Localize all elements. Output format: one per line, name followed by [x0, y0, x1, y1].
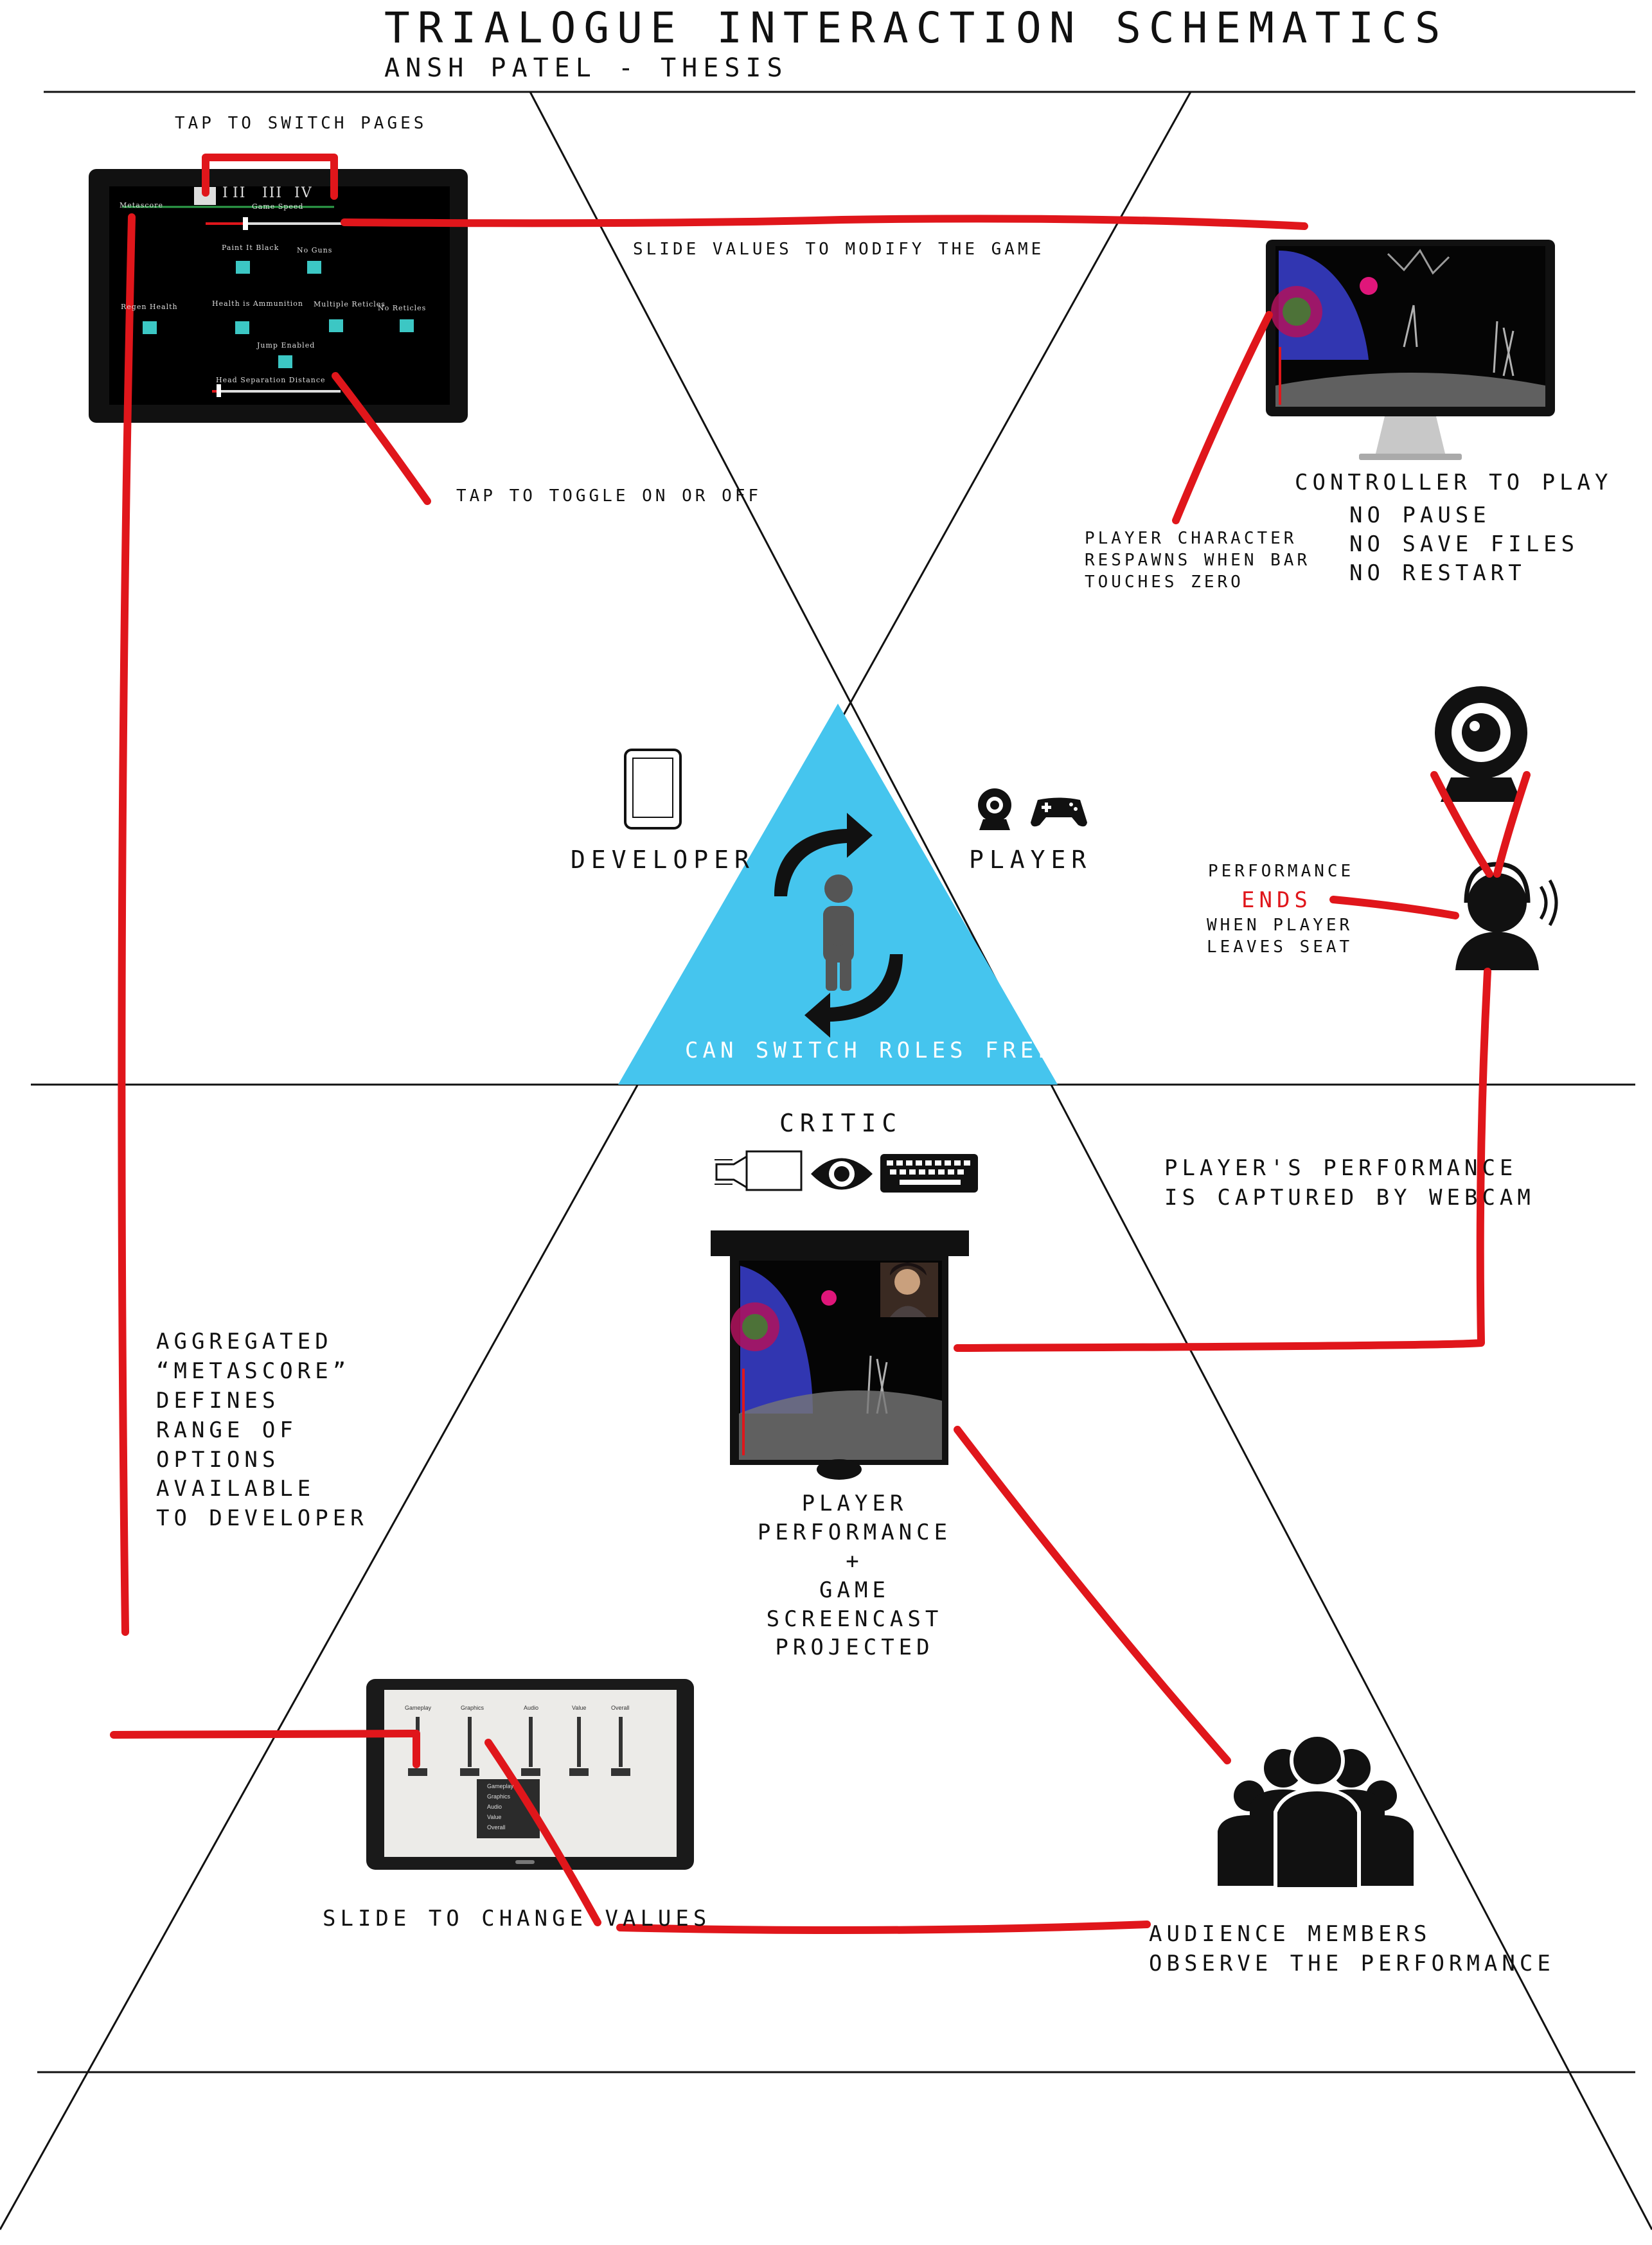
- audience-icon: [1218, 1733, 1414, 1891]
- col-gameplay: Gameplay: [405, 1705, 432, 1711]
- menu-item-audio[interactable]: Audio: [487, 1804, 502, 1810]
- controller-rules: NO PAUSE NO SAVE FILES NO RESTART: [1349, 502, 1579, 586]
- tap-switch-pages-note: TAP TO SWITCH PAGES: [175, 114, 427, 133]
- projected-note: PLAYER PERFORMANCE + GAME SCREENCAST PRO…: [757, 1491, 952, 1661]
- connector-slide-values: [341, 215, 1308, 230]
- connector-critic-slider: [110, 1730, 420, 1768]
- webcam-capture-note: PLAYER'S PERFORMANCE IS CAPTURED BY WEBC…: [1164, 1155, 1535, 1211]
- connector-projection-audience: [954, 1426, 1231, 1764]
- label-regen-health: Regen Health: [121, 303, 178, 311]
- diagonal-left: [0, 91, 1192, 2230]
- label-metascore: Metascore: [120, 201, 163, 209]
- connector-toggle: [332, 372, 431, 505]
- connector-webcam-capture: [954, 968, 1491, 1352]
- col-value: Value: [572, 1705, 587, 1711]
- slide-values-note: SLIDE VALUES TO MODIFY THE GAME: [633, 240, 1045, 259]
- connector-audience-critic: [616, 1921, 1151, 1934]
- audience-note: AUDIENCE MEMBERS OBSERVE THE PERFORMANCE: [1149, 1921, 1555, 1976]
- metascore-note: AGGREGATED “METASCORE” DEFINES RANGE OF …: [156, 1329, 368, 1532]
- switch-roles-note: CAN SWITCH ROLES FREELY: [685, 1038, 1091, 1063]
- tab-3[interactable]: III: [262, 185, 283, 201]
- col-overall: Overall: [611, 1705, 630, 1711]
- connector-respawn: [1172, 311, 1273, 524]
- when-player-leaves-note: WHEN PLAYER LEAVES SEAT: [1207, 916, 1353, 957]
- tap-toggle-note: TAP TO TOGGLE ON OR OFF: [456, 486, 762, 506]
- respawn-note: PLAYER CHARACTER RESPAWNS WHEN BAR TOUCH…: [1085, 529, 1311, 592]
- connector-metascore: [118, 213, 136, 1636]
- projection-screen: [711, 1230, 969, 1480]
- toggle-no-guns[interactable]: [307, 261, 321, 274]
- tablet-icon: [624, 749, 682, 830]
- critic-role-label: CRITIC: [779, 1109, 903, 1137]
- connector-webcam-left: [1430, 771, 1493, 878]
- label-no-reticles: No Reticles: [378, 304, 427, 312]
- page-subtitle: ANSH PATEL - THESIS: [384, 53, 788, 83]
- game-speed-slider[interactable]: [243, 217, 248, 230]
- diagonal-right: [529, 91, 1652, 2230]
- label-head-separation: Head Separation Distance: [216, 376, 326, 384]
- red-connectors: [110, 154, 1531, 1934]
- menu-item-graphics[interactable]: Graphics: [487, 1793, 511, 1800]
- developer-role-label: DEVELOPER: [571, 846, 755, 874]
- person-icon: [823, 874, 854, 991]
- performance-label: PERFORMANCE: [1208, 862, 1354, 881]
- critic-tablet[interactable]: [366, 1679, 694, 1870]
- label-paint-it-black: Paint It Black: [222, 244, 280, 252]
- game-monitor: [1266, 240, 1555, 460]
- toggle-jump-enabled[interactable]: [278, 355, 292, 368]
- label-jump-enabled: Jump Enabled: [257, 341, 315, 350]
- developer-tablet[interactable]: [89, 169, 468, 423]
- connector-performance-ends: [1329, 896, 1459, 919]
- col-graphics: Graphics: [461, 1705, 484, 1711]
- player-role-label: PLAYER: [969, 846, 1092, 874]
- controller-title: CONTROLLER TO PLAY: [1295, 470, 1613, 495]
- webcam-icon: [978, 788, 1011, 830]
- slide-change-note: SLIDE TO CHANGE VALUES: [323, 1906, 711, 1931]
- menu-item-gameplay[interactable]: Gameplay: [487, 1783, 514, 1789]
- menu-item-overall[interactable]: Overall: [487, 1824, 506, 1831]
- col-audio: Audio: [524, 1705, 539, 1711]
- label-no-guns: No Guns: [297, 246, 333, 254]
- toggle-multiple-reticles[interactable]: [329, 319, 343, 332]
- head-separation-slider[interactable]: [217, 384, 221, 397]
- ends-label: ENDS: [1241, 887, 1312, 913]
- menu-item-value[interactable]: Value: [487, 1814, 502, 1820]
- tab-4[interactable]: IV: [294, 185, 313, 201]
- tab-1[interactable]: I: [222, 185, 229, 201]
- webcam-icon: [1435, 686, 1527, 802]
- toggle-paint-it-black[interactable]: [236, 261, 250, 274]
- page-title: TRIALOGUE INTERACTION SCHEMATICS: [384, 3, 1448, 53]
- keyboard-icon: [880, 1154, 978, 1193]
- headset-user-icon: [1455, 862, 1558, 970]
- toggle-regen-health[interactable]: [143, 321, 157, 334]
- label-health-ammo: Health is Ammunition: [212, 299, 303, 308]
- gamepad-icon: [1031, 797, 1087, 827]
- refresh-arrows-icon: [774, 813, 903, 1038]
- projector-icon: [715, 1150, 803, 1191]
- label-game-speed: Game Speed: [252, 202, 304, 211]
- connector-slide-change: [484, 1739, 601, 1926]
- eye-icon: [811, 1158, 873, 1190]
- label-multiple-reticles: Multiple Reticles: [314, 300, 386, 308]
- connector-webcam-right: [1493, 771, 1531, 878]
- connector-tab-switch: [202, 154, 338, 200]
- tab-2[interactable]: II: [233, 185, 247, 201]
- toggle-health-ammo[interactable]: [235, 321, 249, 334]
- frame-lines: [0, 91, 1652, 2230]
- toggle-no-reticles[interactable]: [400, 319, 414, 332]
